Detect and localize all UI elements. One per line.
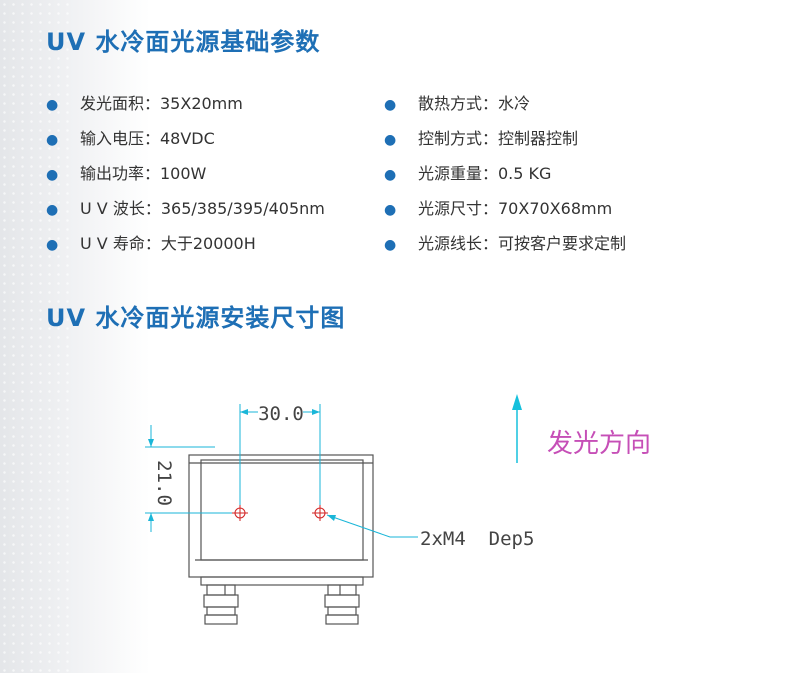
mounting-hole-right [312,505,328,521]
parameter-text: 输入电压：48VDC [80,129,215,148]
lamp-body [188,454,374,595]
bullet-icon: ● [46,167,59,183]
parameter-item: ● 光源线长：可按客户要求定制 [384,229,626,264]
parameter-item: ● U V 波长：365/385/395/405nm [46,194,325,229]
parameter-text: 控制方式：控制器控制 [418,129,579,148]
parameter-list-left: ● 发光面积：35X20mm ● 输入电压：48VDC ● 输出功率：100W ● U … [46,89,325,264]
parameter-item: ● 发光面积：35X20mm [46,89,325,124]
parameter-text: 输出功率：100W [80,164,207,183]
parameter-text: 散热方式：水冷 [418,94,531,113]
direction-label: 发光方向 [547,429,651,459]
bullet-icon: ● [384,237,397,253]
bullet-icon: ● [46,132,59,148]
bullet-icon: ● [46,97,59,113]
bullet-icon: ● [384,167,397,183]
direction-arrow-icon [512,394,522,463]
parameter-item: ● 控制方式：控制器控制 [384,124,626,159]
water-connector-left [203,584,239,625]
parameter-item: ● 输出功率：100W [46,159,325,194]
parameter-text: 光源尺寸：70X70X68mm [418,199,613,218]
diagram-background [120,340,700,673]
bullet-icon: ● [46,202,59,218]
bullet-icon: ● [384,97,397,113]
mounting-hole-left [232,505,248,521]
bullet-icon: ● [384,202,397,218]
vertical-dimension [145,425,240,532]
dimension-label-horizontal: 30.0 [258,403,304,425]
dimension-label-vertical: 21.0 [153,460,175,506]
section-title-installation: UV 水冷面光源安装尺寸图 [46,304,346,332]
bullet-icon: ● [384,132,397,148]
parameter-item: ● 输入电压：48VDC [46,124,325,159]
parameter-text: 光源重量：0.5 KG [418,164,552,183]
background-dot-pattern [0,0,70,673]
parameter-item: ● 光源重量：0.5 KG [384,159,626,194]
parameter-text: U V 波长：365/385/395/405nm [80,199,325,218]
parameter-text: 光源线长：可按客户要求定制 [418,234,627,253]
parameter-item: ● 光源尺寸：70X70X68mm [384,194,626,229]
parameter-text: U V 寿命：大于20000H [80,234,256,253]
hole-callout-leader [326,514,418,538]
hole-callout-label: 2xM4 Dep5 [420,528,534,550]
parameter-item: ● U V 寿命：大于20000H [46,229,325,264]
bullet-icon: ● [46,237,59,253]
parameter-text: 发光面积：35X20mm [80,94,243,113]
horizontal-dimension [239,404,321,513]
parameter-list-right: ● 散热方式：水冷 ● 控制方式：控制器控制 ● 光源重量：0.5 KG ● 光源尺寸：… [384,89,626,264]
section-title-parameters: UV 水冷面光源基础参数 [46,28,321,56]
water-connector-right [324,584,360,625]
parameter-item: ● 散热方式：水冷 [384,89,626,124]
